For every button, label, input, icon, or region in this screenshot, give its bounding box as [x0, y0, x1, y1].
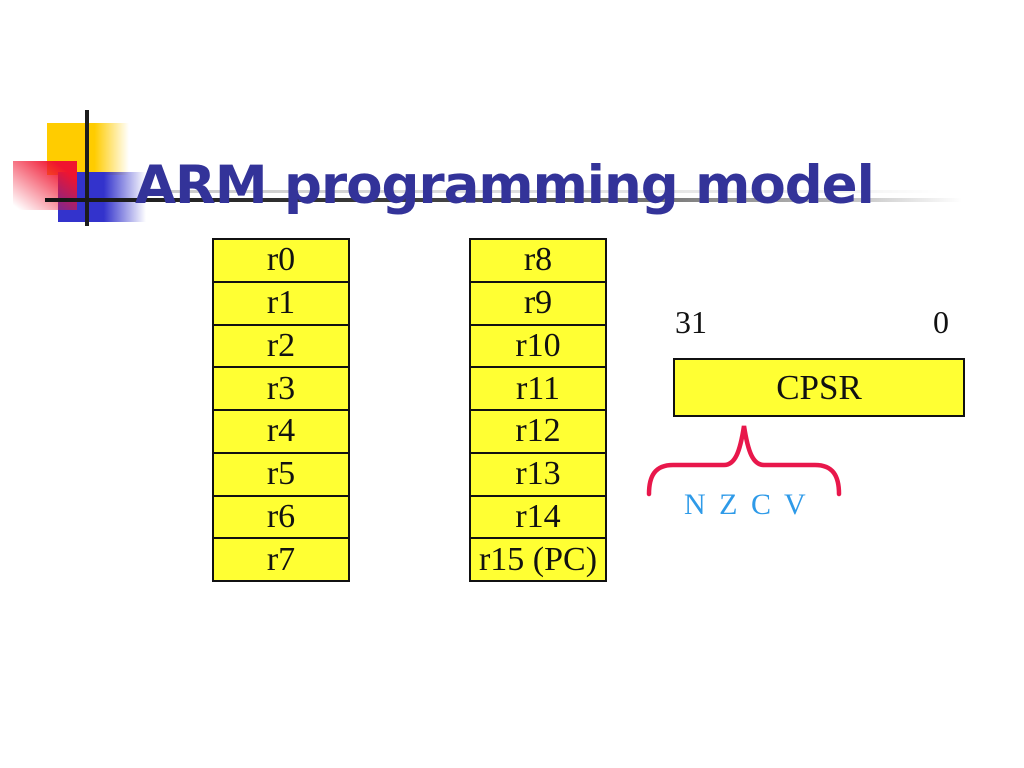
register-cell: r1	[214, 280, 348, 324]
register-cell: r6	[214, 494, 348, 538]
decor-vertical-line	[85, 110, 89, 226]
register-cell: r10	[471, 323, 605, 367]
register-cell: r9	[471, 280, 605, 324]
title-rule-light	[140, 190, 940, 193]
flags-brace	[646, 425, 842, 497]
bit-0-label: 0	[933, 304, 949, 340]
register-cell: r4	[214, 409, 348, 452]
register-cell: r7	[214, 537, 348, 580]
cpsr-box: CPSR	[673, 358, 965, 417]
register-cell: r3	[214, 366, 348, 409]
register-cell: r15 (PC)	[471, 537, 605, 580]
cpsr-label: CPSR	[776, 367, 862, 407]
register-cell: r5	[214, 451, 348, 495]
flags-brace-path	[646, 425, 842, 497]
title-rule-dark	[45, 198, 962, 202]
page-title: ARM programming model	[135, 154, 875, 216]
register-cell: r8	[523, 241, 553, 279]
register-cell: r11	[471, 366, 605, 409]
register-cell: r0	[266, 241, 296, 279]
bit-31-label: 31	[675, 304, 707, 340]
register-cell: r14	[471, 494, 605, 538]
register-cell: r2	[214, 323, 348, 367]
register-cell: r12	[471, 409, 605, 452]
decor-red-square	[13, 161, 77, 210]
condition-flags-label: N Z C V	[684, 488, 809, 521]
cpsr-bit-labels: 31 0	[673, 306, 965, 338]
register-cell: r13	[471, 451, 605, 495]
